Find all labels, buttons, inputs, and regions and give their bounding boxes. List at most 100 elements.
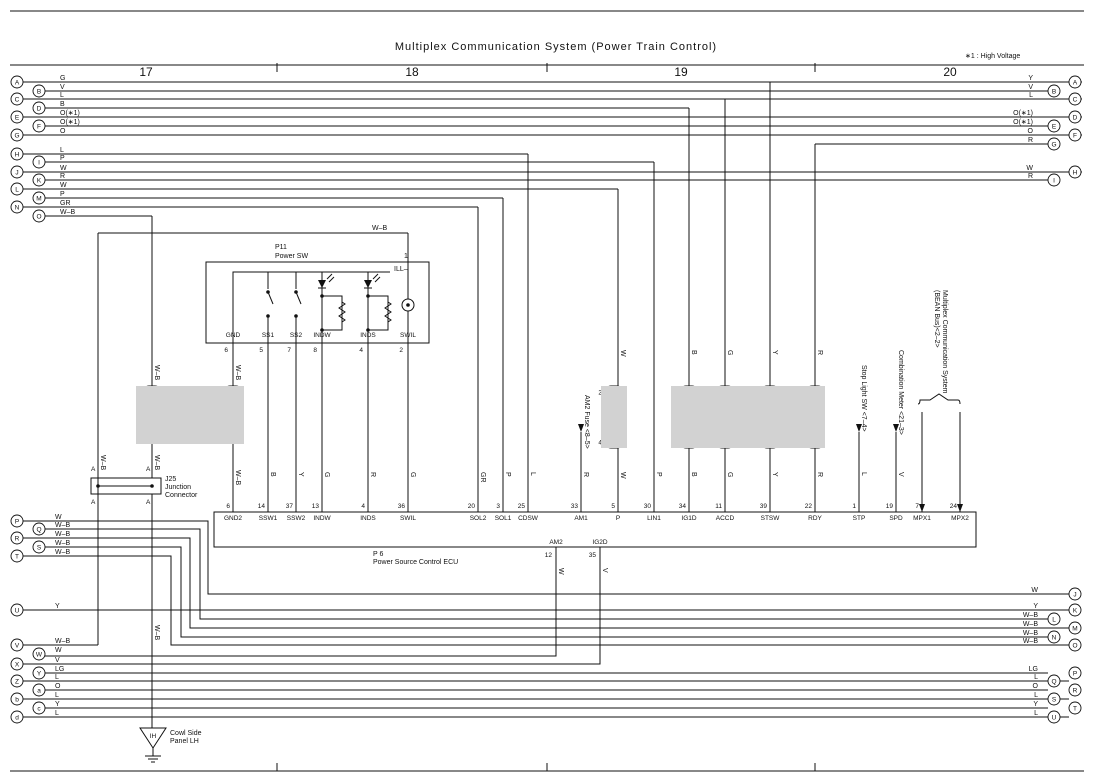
wire-color-label: O: [1033, 683, 1039, 690]
ecu-pin-number: 13: [312, 503, 320, 510]
terminal-right: [1068, 165, 1082, 179]
wire-bottom-left-route: [23, 537, 1069, 629]
power-switch-common: [232, 271, 390, 343]
terminal-right: [1047, 173, 1061, 187]
wire-color-label: L: [55, 674, 59, 681]
terminal-left-letter: N: [15, 204, 20, 211]
ecu-pin-name: SOL2: [470, 515, 487, 522]
wire-color-label: Y: [1033, 701, 1038, 708]
ground-line1: Cowl Side: [170, 730, 202, 737]
vertical-wire-color: P: [655, 472, 662, 477]
stop-light-label: Stop Light SW <7–4>: [860, 365, 867, 432]
power-switch-pin-number: 2: [399, 347, 403, 354]
terminal-bottom-left-letter: c: [37, 705, 41, 712]
terminal-left-letter: J: [15, 169, 18, 176]
terminal-left-letter: O: [36, 213, 41, 220]
terminal-bottom-left: [32, 666, 46, 680]
wire-color-label: W: [1031, 587, 1038, 594]
bus-brace: [917, 393, 961, 405]
vertical-wire-color: W–B: [234, 470, 241, 486]
wire-color-label: O(∗1): [60, 110, 80, 117]
terminal-bottom-left-letter: T: [15, 553, 19, 560]
ecu-pin-number: 25: [518, 503, 526, 510]
ecu-name: Power Source Control ECU: [373, 559, 458, 566]
terminal-right-letter: I: [1053, 177, 1055, 184]
terminal-bottom-left-letter: V: [15, 642, 20, 649]
vertical-wire-color: G: [726, 350, 733, 355]
wire-bottom-left-route: [23, 520, 1069, 595]
ecu-pin-number: 4: [361, 503, 365, 510]
terminal-bottom-right-letter: Q: [1051, 678, 1056, 685]
ecu-pin-name: IG2D: [592, 539, 607, 546]
switch-lever-icon: [267, 291, 274, 305]
wire-color-label: L: [1029, 92, 1033, 99]
terminal-right-letter: H: [1073, 169, 1078, 176]
mpx2-arrow: [957, 504, 963, 512]
wire-color-label: L: [1034, 692, 1038, 699]
terminal-bottom-left: [10, 710, 24, 724]
terminal-bottom-left: [32, 522, 46, 536]
column-number: 17: [139, 65, 153, 79]
terminal-left: [10, 182, 24, 196]
junction-dot: [366, 328, 370, 332]
resistor-icon: [338, 301, 346, 323]
column-ticks: [276, 63, 816, 771]
terminal-bottom-right: [1047, 674, 1061, 688]
ecu-pin-name: P: [616, 515, 620, 522]
wire-color-label: Y: [1028, 75, 1033, 82]
switch-pivot: [294, 314, 298, 318]
vertical-wire-color: Y: [297, 472, 304, 477]
ecu-pin-name: MPX1: [913, 515, 931, 522]
terminal-left-letter: D: [37, 105, 42, 112]
wire-color-label: W–B: [1023, 630, 1039, 637]
terminal-bottom-left-letter: X: [15, 661, 20, 668]
vertical-wire-color: Y: [771, 472, 778, 477]
terminal-bottom-right-letter: L: [1052, 616, 1056, 623]
terminal-left: [10, 110, 24, 124]
terminal-left: [10, 165, 24, 179]
ecu-pin-name: SSW2: [287, 515, 306, 522]
terminal-right: [1047, 137, 1061, 151]
ecu-pin-number: 1: [852, 503, 856, 510]
vertical-wire-color: W–B: [234, 365, 241, 381]
ecu-pin-number: 39: [760, 503, 768, 510]
junction-code: J25: [165, 476, 176, 483]
vertical-wire-color: B: [690, 472, 697, 477]
terminal-left: [32, 84, 46, 98]
terminal-bottom-left: [32, 683, 46, 697]
wire-color-label: B: [60, 101, 65, 108]
terminal-left-letter: I: [38, 159, 40, 166]
terminal-left: [10, 92, 24, 106]
terminal-left-letter: K: [37, 177, 42, 184]
vertical-wire-color: W–B: [153, 365, 160, 381]
terminal-bottom-left: [10, 692, 24, 706]
power-switch-pin-name: SS1: [262, 332, 275, 339]
ecu-pin-number: 22: [805, 503, 813, 510]
terminal-left: [10, 147, 24, 161]
wire-color-label: R: [60, 173, 65, 180]
column-number: 20: [943, 65, 957, 79]
led-ray: [326, 273, 333, 280]
switch-pivot: [266, 314, 270, 318]
junction-dot: [320, 328, 324, 332]
terminal-bottom-left: [10, 674, 24, 688]
switch-lever-icon: [295, 291, 302, 305]
wire-color-label: LG: [1029, 666, 1038, 673]
terminal-left-letter: L: [15, 186, 19, 193]
junction-dot: [320, 294, 324, 298]
terminal-right-letter: A: [1073, 79, 1078, 86]
junction-dot: [96, 484, 100, 488]
terminal-right-letter: D: [1073, 114, 1078, 121]
vertical-wire-color: R: [369, 472, 376, 477]
wire-color-label: W–B: [1023, 621, 1039, 628]
bus-label: (BEAN Bus)<2–2>: [933, 290, 940, 348]
wire-color-label: O: [1028, 128, 1034, 135]
wire-color-label: P: [60, 155, 65, 162]
terminal-bottom-right-letter: N: [1052, 634, 1057, 641]
power-switch-pin-name: SWIL: [400, 332, 416, 339]
mpx1-arrow: [919, 504, 925, 512]
wire-color-label: Y: [1033, 603, 1038, 610]
wire-color-label: V: [1028, 84, 1033, 91]
power-switch-pin-number: 4: [359, 347, 363, 354]
ecu-pin-name: IG1D: [681, 515, 696, 522]
